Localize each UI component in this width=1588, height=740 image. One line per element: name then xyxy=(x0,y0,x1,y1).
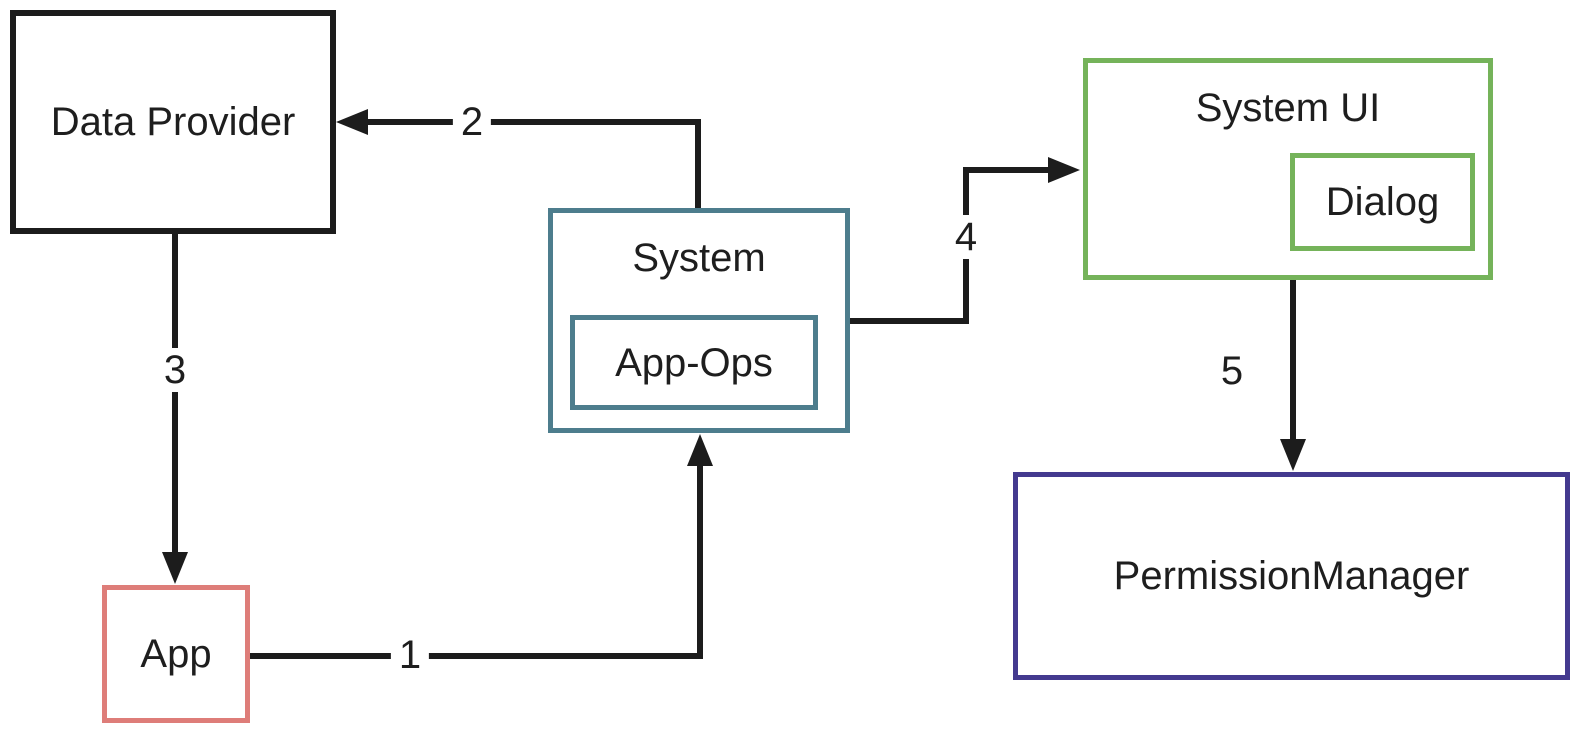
arrow-2 xyxy=(336,109,701,208)
node-system-ui: System UI Dialog xyxy=(1083,58,1493,280)
node-permission-manager: PermissionManager xyxy=(1013,472,1570,680)
node-app-ops: App-Ops xyxy=(570,315,818,410)
edge-label-4: 4 xyxy=(946,215,986,259)
arrowhead-down-icon xyxy=(1280,439,1306,471)
arrow-3 xyxy=(162,234,188,584)
arrowhead-right-icon xyxy=(1048,157,1080,183)
node-label: PermissionManager xyxy=(1113,554,1470,598)
arrowhead-left-icon xyxy=(336,109,368,135)
edge-label-5: 5 xyxy=(1220,349,1244,393)
node-dialog: Dialog xyxy=(1290,153,1475,251)
arrowhead-down-icon xyxy=(162,552,188,584)
node-label: System UI xyxy=(1195,86,1381,130)
edge-label-1: 1 xyxy=(390,633,430,677)
node-system: System App-Ops xyxy=(548,208,850,433)
arrow-5 xyxy=(1280,280,1306,471)
arrow-1-line xyxy=(250,462,703,659)
node-label: App-Ops xyxy=(615,340,773,385)
node-app: App xyxy=(102,585,250,723)
arrow-1 xyxy=(250,434,713,659)
node-label: System xyxy=(632,236,766,280)
arrowhead-up-icon xyxy=(687,434,713,466)
arrow-2-line xyxy=(366,119,701,208)
node-label: Dialog xyxy=(1325,180,1440,224)
node-label: App xyxy=(140,632,212,676)
edge-label-3: 3 xyxy=(155,348,195,392)
node-label: Data Provider xyxy=(50,100,296,144)
edge-label-2: 2 xyxy=(452,100,492,144)
node-data-provider: Data Provider xyxy=(10,10,336,234)
